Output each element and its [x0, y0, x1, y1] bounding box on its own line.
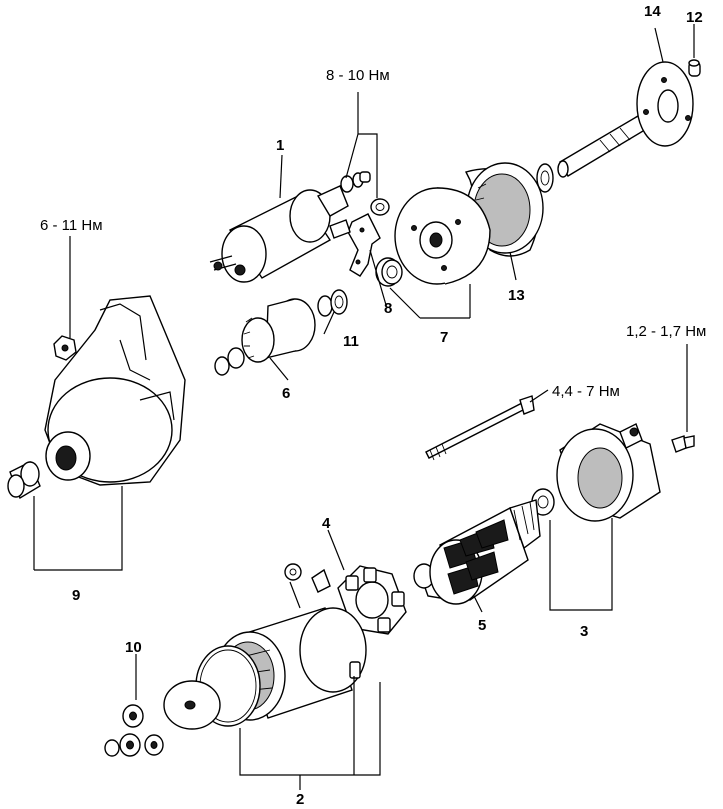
- yoke-plate: [163, 680, 221, 730]
- washers-11: [317, 289, 348, 317]
- label-11: 11: [343, 333, 359, 350]
- housing-nut: [53, 335, 77, 361]
- through-bolt: [425, 395, 535, 461]
- label-13: 13: [508, 287, 525, 304]
- label-1: 1: [276, 137, 284, 154]
- label-5: 5: [478, 617, 486, 634]
- housing-bushing: [7, 461, 41, 500]
- end-screw: [671, 435, 695, 453]
- solenoid-switch: [209, 185, 351, 283]
- armature: [413, 499, 541, 605]
- planet-gears: [104, 704, 164, 757]
- label-2: 2: [296, 791, 304, 808]
- label-9: 9: [72, 587, 80, 604]
- shift-lever: [347, 213, 381, 277]
- label-10: 10: [125, 639, 142, 656]
- label-14: 14: [644, 3, 661, 20]
- rear-bracket: [556, 423, 661, 522]
- brush-holder: [337, 565, 407, 635]
- label-4: 4: [322, 515, 331, 532]
- torque-end-screw: 1,2 - 1,7 Нм: [626, 323, 706, 340]
- overrunning-clutch: [214, 298, 316, 376]
- label-12: 12: [686, 9, 703, 26]
- label-8: 8: [384, 300, 392, 317]
- torque-through-bolt: 4,4 - 7 Нм: [552, 383, 620, 400]
- solenoid-washers: [340, 171, 390, 216]
- bushing-7: [375, 257, 403, 287]
- gear-housing: [394, 187, 491, 285]
- label-7: 7: [440, 329, 448, 346]
- label-6: 6: [282, 385, 290, 402]
- torque-solenoid-nuts: 8 - 10 Нм: [326, 67, 390, 84]
- thrust-washer: [536, 163, 554, 193]
- leader-lines: [33, 24, 695, 790]
- drive-housing: [44, 295, 186, 486]
- label-3: 3: [580, 623, 588, 640]
- planetary-shaft: [557, 61, 694, 178]
- washer-12: [688, 59, 701, 77]
- torque-housing-nut: 6 - 11 Нм: [40, 217, 103, 234]
